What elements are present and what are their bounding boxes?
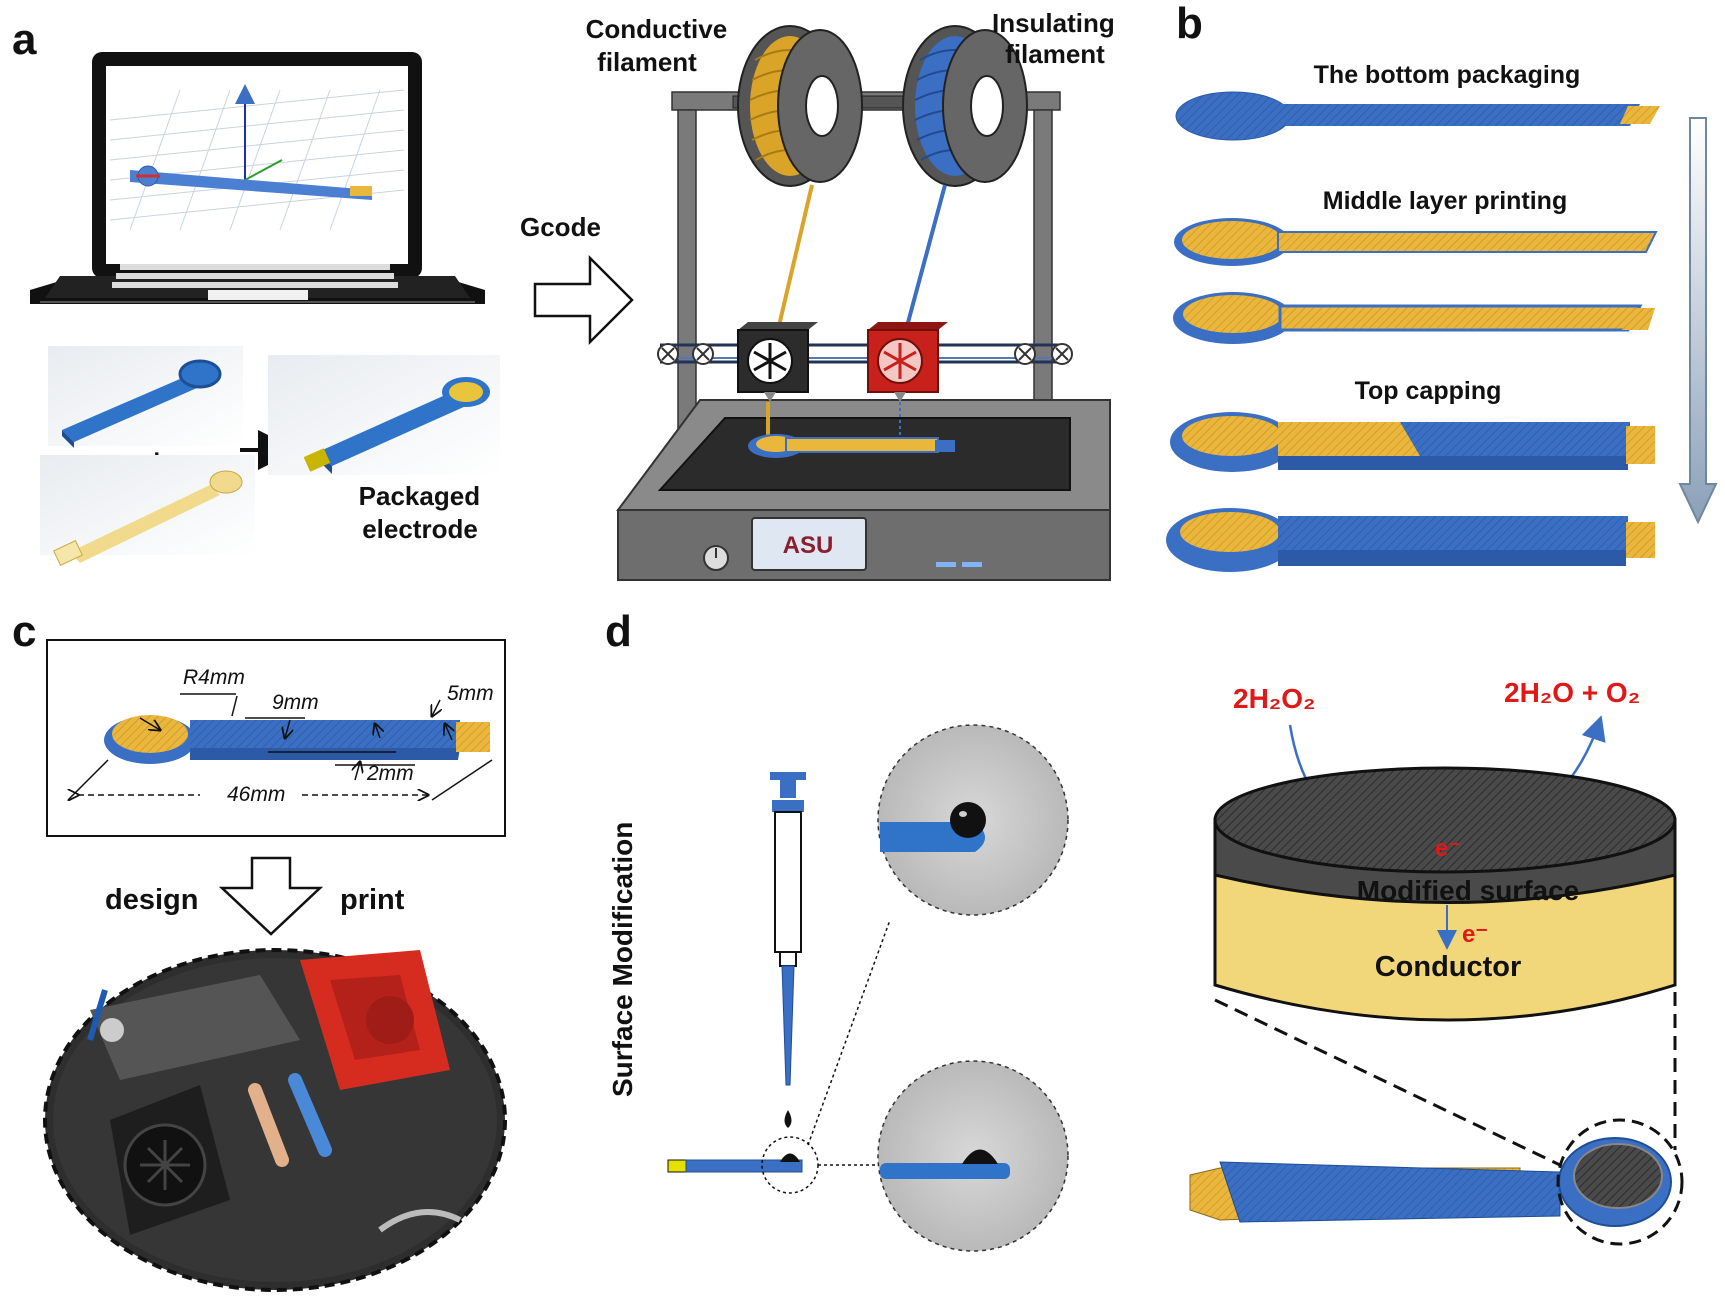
- layer-top-capping-1: [1170, 412, 1655, 472]
- surface-modification-label: Surface Modification: [607, 822, 638, 1097]
- panel-letter-a: a: [12, 15, 37, 64]
- zoom-circle-large: [1556, 1118, 1684, 1246]
- panel-letter-d: d: [605, 607, 632, 656]
- panel-a: a: [12, 8, 1122, 581]
- insulating-filament-label: Insulating filament: [992, 8, 1122, 69]
- pipette-icon: [770, 772, 806, 1128]
- electrode-being-modified: [667, 1153, 803, 1173]
- design-label: design: [105, 884, 198, 916]
- final-electrode: [1189, 1137, 1672, 1227]
- insulating-extruder-icon: [867, 322, 948, 402]
- step-middle-layer-label: Middle layer printing: [1323, 187, 1567, 215]
- dimension-lines: [67, 693, 493, 800]
- layer-top-capping-2: [1166, 508, 1655, 572]
- panel-b: b The bottom packaging Middle layer prin…: [1166, 0, 1718, 572]
- process-direction-arrow: [1678, 117, 1718, 525]
- cylinder-zoom-lines: [1214, 992, 1677, 1167]
- panel-letter-c: c: [12, 607, 36, 656]
- dim-gap: 2mm: [366, 762, 414, 785]
- layer-middle-1: [1174, 218, 1658, 266]
- electrode-cylinder: [1213, 766, 1677, 1022]
- zoom-lines: [807, 919, 930, 1166]
- products-label: 2H₂O + O₂: [1504, 677, 1640, 708]
- dim-length: 46mm: [227, 783, 285, 806]
- printer-photo: [43, 948, 507, 1292]
- dim-tip: 5mm: [447, 682, 494, 705]
- panel-letter-b: b: [1176, 0, 1203, 48]
- insulating-shell-part: [62, 359, 222, 448]
- dimension-drawing-electrode: [104, 715, 490, 764]
- electron-label-bottom: e⁻: [1462, 921, 1488, 948]
- printing-electrode: [748, 434, 955, 458]
- print-label: print: [340, 884, 405, 916]
- droplet-photo-top: [877, 724, 1069, 916]
- asu-logo: ASU: [783, 532, 834, 559]
- packaged-electrode-label: Packaged electrode: [359, 481, 488, 544]
- step-top-capping-label: Top capping: [1355, 377, 1502, 405]
- design-to-print-arrow: [218, 856, 324, 936]
- conductive-extruder-icon: [737, 322, 818, 402]
- dim-radius: R4mm: [183, 666, 245, 689]
- conductive-spool-icon: [737, 25, 863, 187]
- cad-render-bg-3: [268, 355, 500, 475]
- electron-label-top: e⁻: [1435, 835, 1461, 862]
- cad-electrode-model: [130, 170, 372, 200]
- insulating-spool-icon: [902, 25, 1028, 187]
- conductive-core-part: [53, 470, 243, 566]
- conductive-filament-label: Conductive filament: [586, 14, 735, 77]
- layer-bottom-packaging: [1175, 91, 1660, 141]
- 3d-printer: ASU: [616, 25, 1111, 581]
- droplet-photo-side: [877, 1060, 1069, 1252]
- packaged-electrode-model: [303, 377, 490, 474]
- laptop-keyboard: [115, 258, 405, 262]
- cad-render-bg-2: [40, 455, 255, 555]
- panel-c: c R4mm 9mm 5mm 2mm 46m: [12, 607, 507, 1292]
- reactant-label: 2H₂O₂: [1233, 683, 1315, 714]
- gcode-label: Gcode: [520, 212, 601, 242]
- layer-middle-2: [1173, 292, 1655, 344]
- conductor-label: Conductor: [1375, 951, 1522, 983]
- cad-grid: [109, 89, 405, 231]
- gcode-arrow: [533, 254, 634, 346]
- printer-screen: [751, 517, 867, 571]
- droplet-icon: [784, 1110, 792, 1128]
- laptop-icon: [30, 52, 485, 304]
- panel-d: d Surface Modification: [605, 607, 1684, 1252]
- dim-width: 9mm: [272, 691, 319, 714]
- modified-surface-label: Modified surface: [1357, 875, 1579, 906]
- step-bottom-packaging-label: The bottom packaging: [1314, 61, 1581, 89]
